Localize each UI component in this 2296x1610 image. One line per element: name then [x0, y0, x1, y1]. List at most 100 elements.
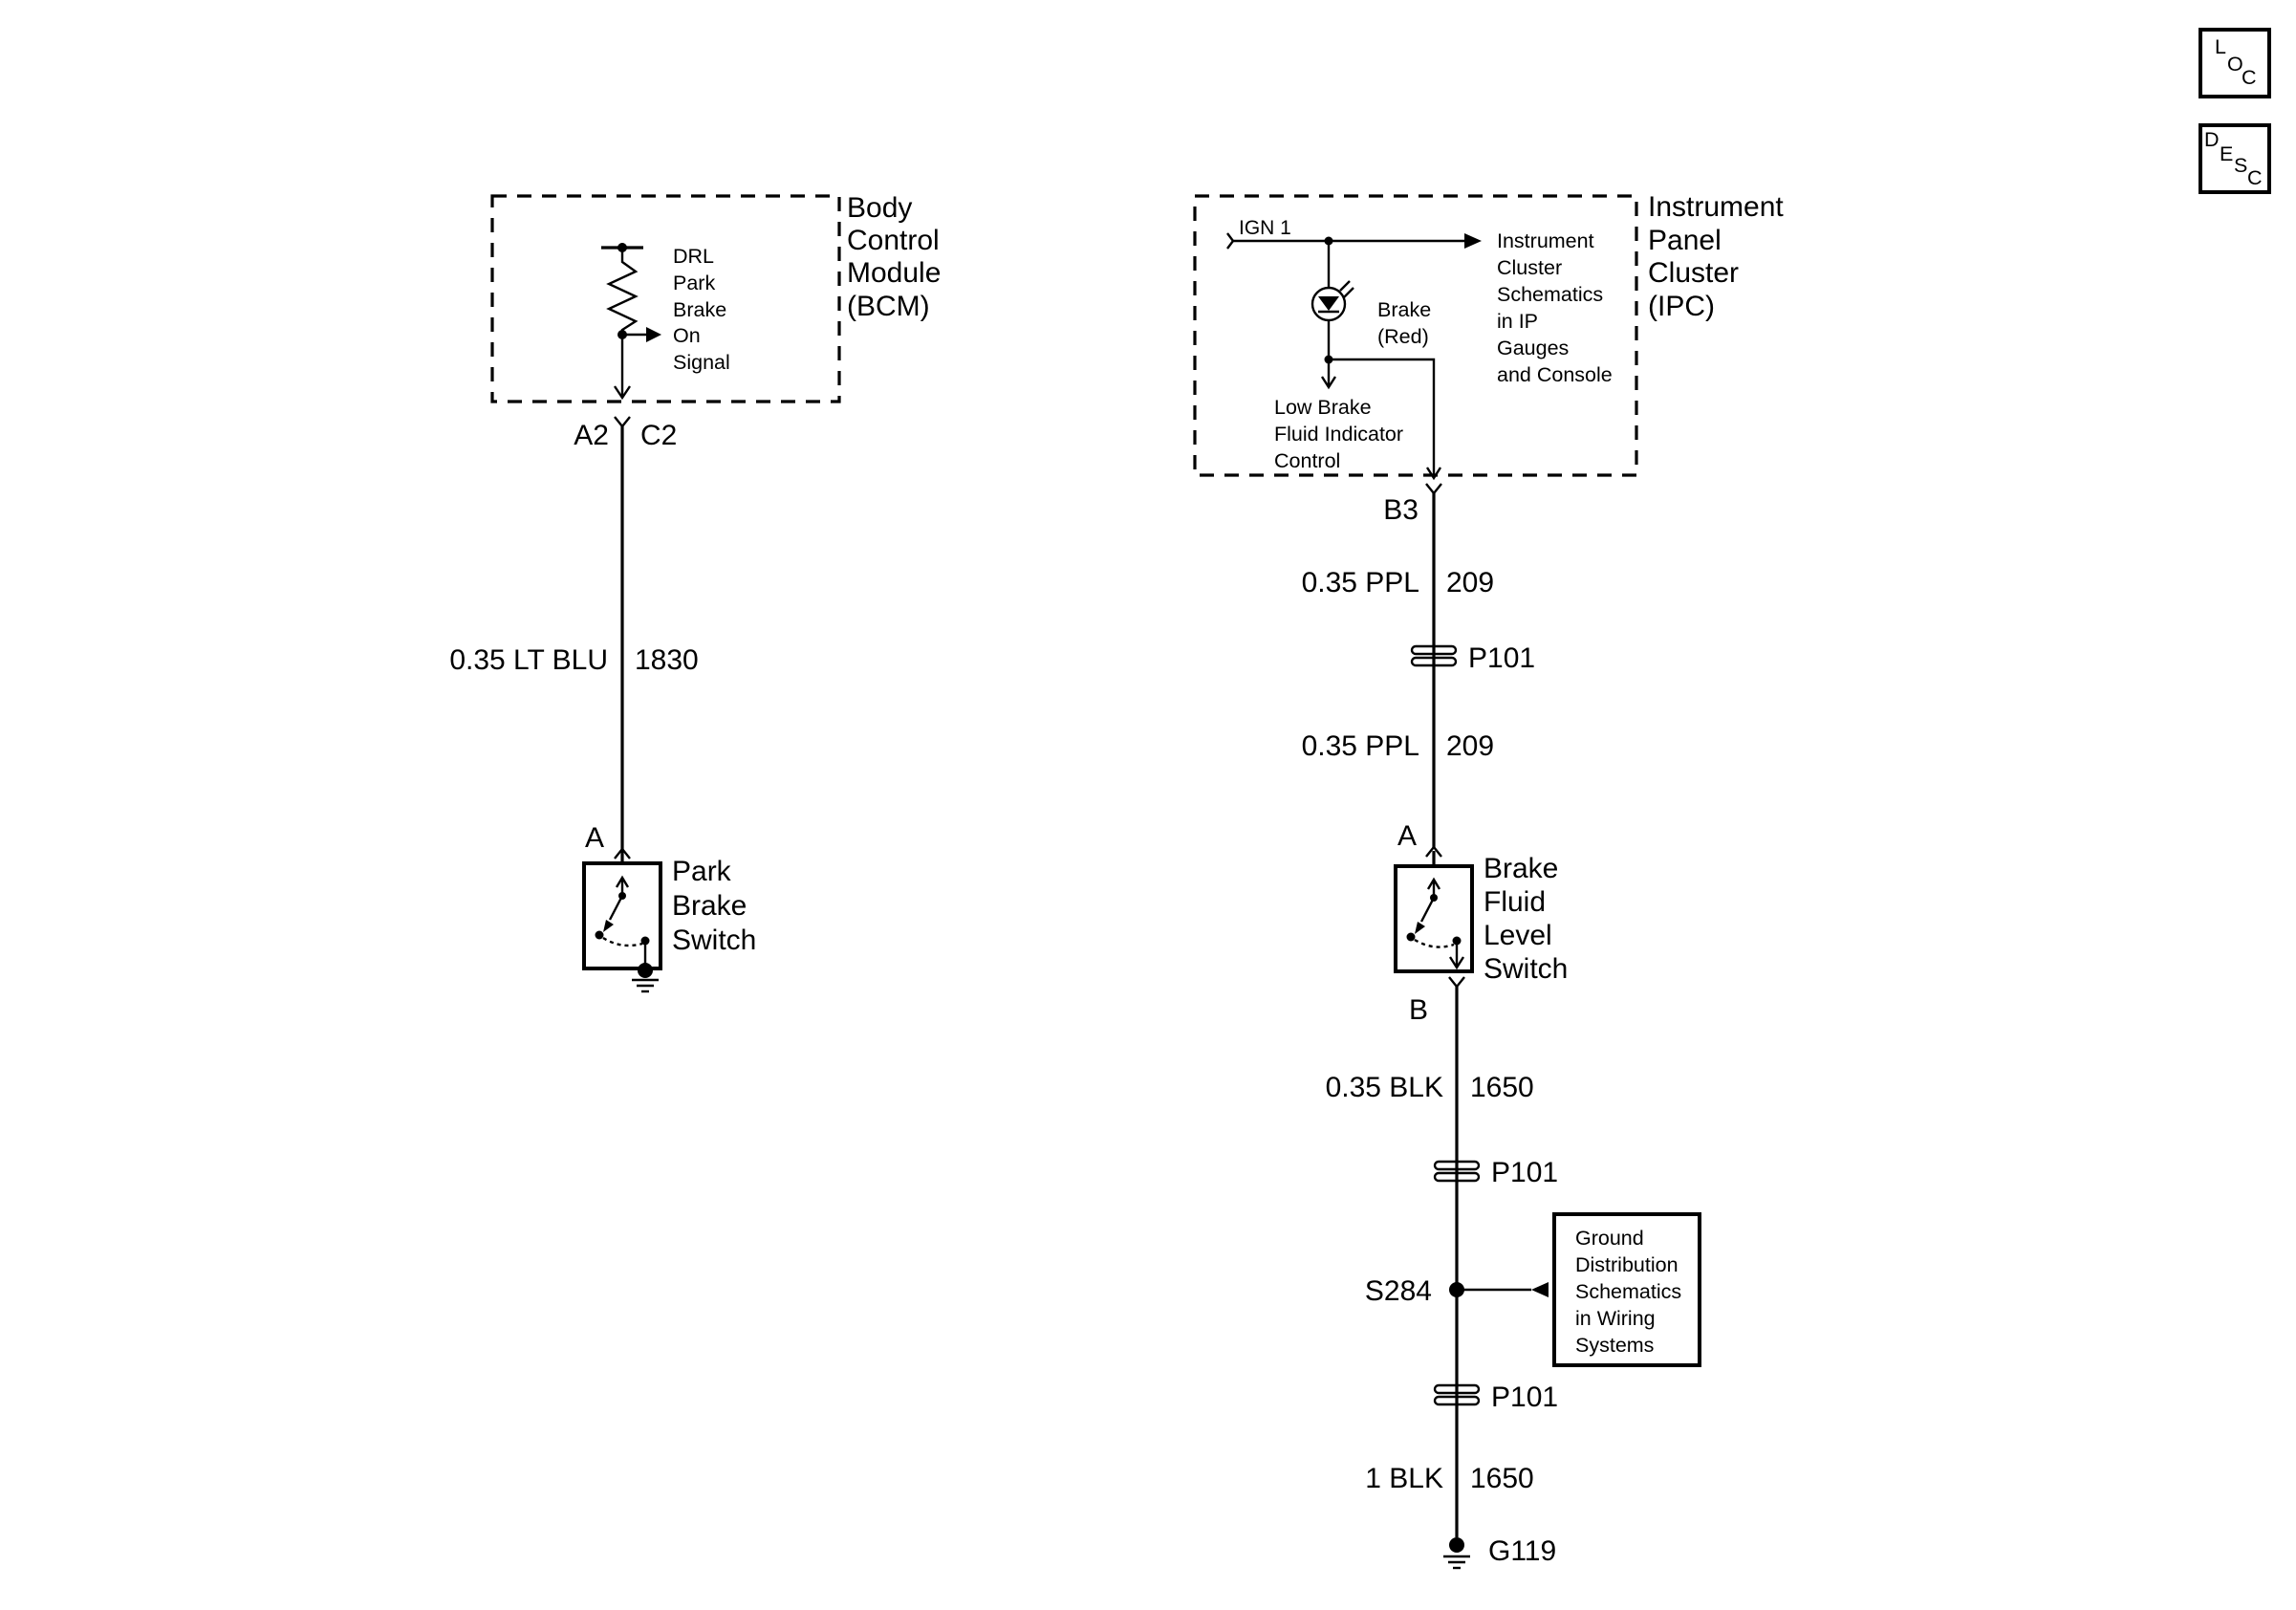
park-brake-switch: A Park Brake Switch — [582, 822, 756, 993]
connector-p101-2: P101 — [1433, 1157, 1558, 1188]
connector-p101-1-label: P101 — [1468, 642, 1535, 674]
ground-ref-arrow — [1531, 1282, 1549, 1297]
wire-209-seg1-circuit: 209 — [1446, 567, 1494, 598]
loc-letter-1: L — [2215, 35, 2226, 58]
loc-letter-3: C — [2242, 66, 2257, 89]
splice-label: S284 — [1365, 1275, 1432, 1307]
ipc-title-line-4: (IPC) — [1648, 291, 1715, 322]
wire-1650-seg3-gauge-color: 0.35 BLK — [1326, 1072, 1443, 1103]
fluid-switch-body — [1394, 864, 1474, 973]
connector-p101-3-label: P101 — [1491, 1382, 1558, 1413]
fluid-switch-label-2: Fluid — [1484, 886, 1546, 918]
wire-1830-circuit: 1830 — [635, 644, 699, 676]
ipc-title-line-3: Cluster — [1648, 257, 1739, 289]
pull-up-resistor — [601, 243, 643, 339]
ipc-ref-line-6: and Console — [1497, 363, 1613, 386]
desc-button[interactable]: D E S C — [2199, 123, 2271, 194]
bcm-connector-c2: C2 — [640, 420, 677, 451]
bcm-title-line-3: Module — [847, 257, 941, 289]
fluid-switch-pin-a: A — [1397, 820, 1417, 852]
ipc-connector-b3: B3 — [1383, 494, 1419, 526]
bcm-title-line-2: Control — [847, 225, 940, 256]
ipc-ref-line-1: Instrument — [1497, 229, 1594, 252]
wire-1650-seg3-circuit: 1650 — [1470, 1072, 1534, 1103]
fluid-switch-pin-a-chevron — [1425, 845, 1442, 858]
ground-ref-line-4: in Wiring — [1575, 1307, 1656, 1330]
ipc-ref-line-4: in IP — [1497, 310, 1538, 333]
bcm-connector-chevron — [614, 416, 631, 428]
bcm-signal-line-4: On — [673, 324, 701, 347]
bcm-dashed-border — [490, 194, 841, 403]
desc-letter-3: S — [2234, 154, 2247, 177]
bcm-signal-line-5: Signal — [673, 351, 730, 374]
park-switch-label-1: Park — [672, 856, 732, 887]
ign1-input-chevron — [1226, 232, 1235, 250]
brake-lamp-label-1: Brake — [1377, 298, 1431, 321]
park-switch-label-2: Brake — [672, 890, 747, 922]
ground-g119: G119 — [1443, 1535, 1556, 1570]
desc-letter-4: C — [2247, 166, 2263, 189]
wire-1830-gauge-color: 0.35 LT BLU — [449, 644, 608, 676]
wire-209-seg1-gauge-color: 0.35 PPL — [1302, 567, 1419, 598]
loc-button[interactable]: L O C — [2199, 28, 2271, 98]
park-switch-label-3: Switch — [672, 925, 756, 956]
wire-1650-seg4-gauge-color: 1 BLK — [1365, 1463, 1443, 1494]
bcm-title-line-1: Body — [847, 192, 912, 224]
splice-s284: S284 — [1365, 1275, 1549, 1307]
connector-p101-2-label: P101 — [1491, 1157, 1558, 1188]
fluid-switch-pin-b-chevron — [1448, 976, 1465, 989]
ipc-ref-line-5: Gauges — [1497, 337, 1569, 359]
ign1-output-arrow — [1464, 233, 1482, 249]
connector-p101-1: P101 — [1410, 642, 1535, 674]
ground-ref-line-5: Systems — [1575, 1334, 1654, 1357]
brake-led-icon — [1310, 241, 1354, 390]
bcm-module: Body Control Module (BCM) DRL Park Brake… — [490, 192, 941, 403]
desc-button-frame — [2199, 123, 2271, 194]
fluid-switch-label-1: Brake — [1484, 853, 1558, 884]
desc-letter-1: D — [2204, 128, 2220, 151]
fluid-switch-pin-b: B — [1409, 994, 1428, 1026]
ground-distribution-ref[interactable]: Ground Distribution Schematics in Wiring… — [1552, 1212, 1701, 1367]
ipc-pin-arrow — [1425, 467, 1442, 481]
loc-letter-2: O — [2227, 53, 2243, 76]
ipc-title-line-1: Instrument — [1648, 191, 1784, 223]
ipc-module: Instrument Panel Cluster (IPC) IGN 1 Ins… — [1193, 191, 1784, 481]
bcm-signal-line-3: Brake — [673, 298, 726, 321]
brake-lamp-label-2: (Red) — [1377, 325, 1429, 348]
bcm-signal-line-1: DRL — [673, 245, 714, 268]
ign1-label: IGN 1 — [1239, 217, 1291, 239]
ipc-connector: B3 — [1383, 483, 1442, 526]
bcm-pin-arrow — [614, 385, 631, 401]
brake-fluid-level-switch: A B Brake Fluid Level Switch — [1394, 820, 1568, 1026]
ipc-ref-line-2: Cluster — [1497, 256, 1562, 279]
ipc-connector-chevron — [1425, 483, 1442, 495]
connector-p101-3: P101 — [1433, 1382, 1558, 1413]
ipc-ref-line-3: Schematics — [1497, 283, 1603, 306]
fluid-switch-label-3: Level — [1484, 920, 1552, 951]
desc-letter-2: E — [2220, 142, 2233, 165]
ground-g119-label: G119 — [1488, 1535, 1556, 1567]
wire-1650-seg4-circuit: 1650 — [1470, 1463, 1534, 1494]
ipc-dashed-border — [1193, 194, 1638, 477]
ground-ref-line-1: Ground — [1575, 1227, 1644, 1250]
fluid-switch-label-4: Switch — [1484, 953, 1568, 985]
control-label-3: Control — [1274, 449, 1340, 472]
ipc-internal-line — [1329, 358, 1436, 478]
wire-209-seg2-gauge-color: 0.35 PPL — [1302, 730, 1419, 762]
control-label-1: Low Brake — [1274, 396, 1372, 419]
park-switch-ground-dot — [638, 963, 653, 978]
park-switch-pin-chevron — [614, 847, 631, 859]
control-label-2: Fluid Indicator — [1274, 423, 1403, 446]
ipc-title-line-2: Panel — [1648, 225, 1722, 256]
park-switch-pin-a: A — [585, 822, 604, 854]
bcm-title-line-4: (BCM) — [847, 291, 930, 322]
bcm-connector-a2: A2 — [574, 420, 609, 451]
bcm-connector: A2 C2 — [574, 416, 677, 451]
wire-209-seg2-circuit: 209 — [1446, 730, 1494, 762]
loc-button-frame — [2199, 28, 2271, 98]
signal-output-arrow — [622, 327, 661, 342]
ground-ref-line-3: Schematics — [1575, 1280, 1681, 1303]
bcm-signal-line-2: Park — [673, 272, 715, 294]
ground-ref-line-2: Distribution — [1575, 1253, 1679, 1276]
